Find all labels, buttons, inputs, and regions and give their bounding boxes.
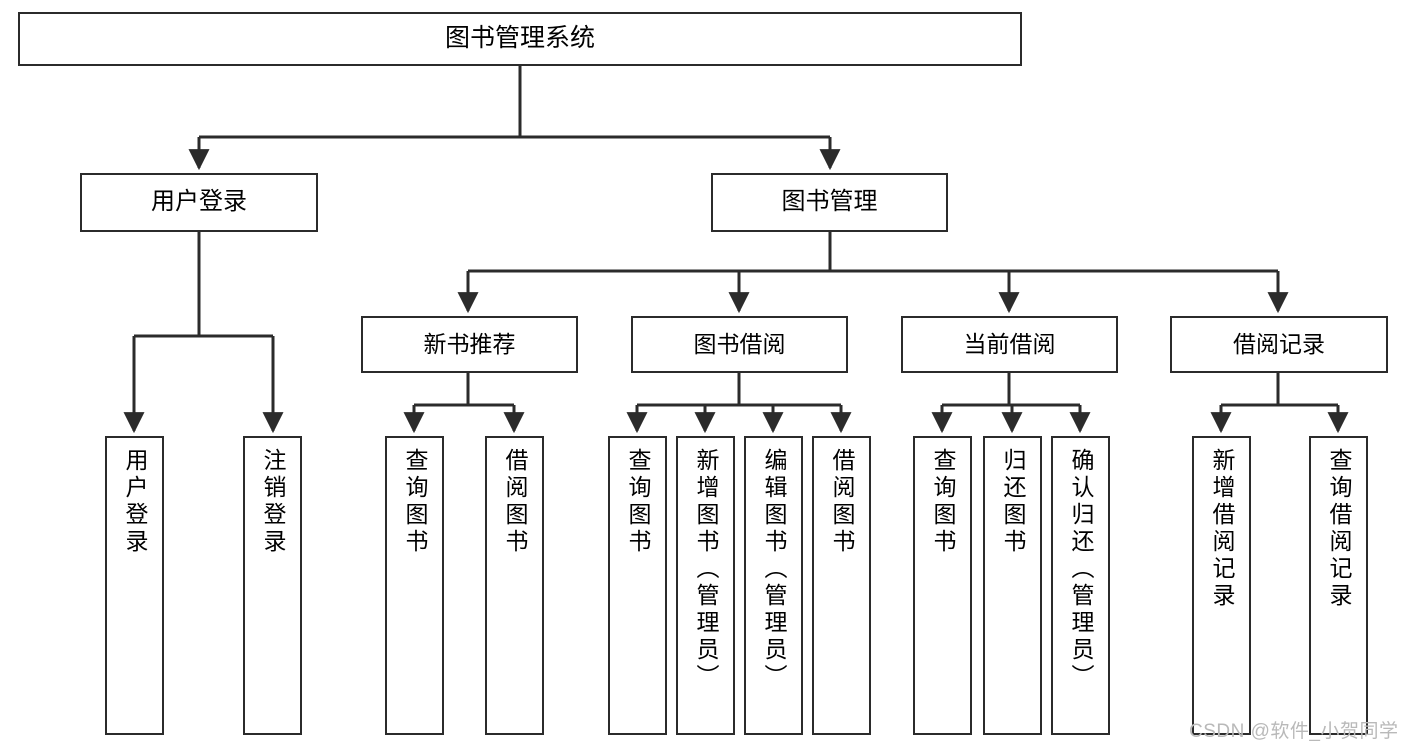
- node-leaf-borrow-book-bb[interactable]: 借阅图书: [812, 436, 871, 735]
- node-leaf-query-book-nbr-label: 查询图书: [402, 448, 428, 556]
- node-current-borrow[interactable]: 当前借阅: [901, 316, 1118, 373]
- node-new-book-recommend-label: 新书推荐: [423, 330, 516, 357]
- node-leaf-query-book-nbr[interactable]: 查询图书: [385, 436, 444, 735]
- node-book-borrow-label: 图书借阅: [693, 330, 786, 357]
- node-leaf-return-book[interactable]: 归还图书: [983, 436, 1042, 735]
- node-leaf-borrow-book-nbr[interactable]: 借阅图书: [485, 436, 544, 735]
- node-current-borrow-label: 当前借阅: [963, 330, 1056, 357]
- node-leaf-logout-login-label: 注销登录: [260, 448, 286, 556]
- node-new-book-recommend[interactable]: 新书推荐: [361, 316, 578, 373]
- node-leaf-user-login-label: 用户登录: [122, 448, 148, 556]
- node-leaf-query-borrow-record[interactable]: 查询借阅记录: [1309, 436, 1368, 735]
- node-borrow-record-label: 借阅记录: [1233, 330, 1325, 357]
- node-leaf-add-book-admin-label: 新增图书（管理员）: [693, 448, 719, 691]
- node-leaf-query-book-bb[interactable]: 查询图书: [608, 436, 667, 735]
- node-leaf-query-borrow-record-label: 查询借阅记录: [1326, 448, 1352, 610]
- node-leaf-user-login[interactable]: 用户登录: [105, 436, 164, 735]
- node-leaf-edit-book-admin-label: 编辑图书（管理员）: [761, 448, 787, 691]
- node-root-label: 图书管理系统: [444, 24, 595, 53]
- node-user-login[interactable]: 用户登录: [80, 173, 318, 232]
- node-leaf-add-borrow-record[interactable]: 新增借阅记录: [1192, 436, 1251, 735]
- node-leaf-query-book-bb-label: 查询图书: [625, 448, 651, 556]
- node-leaf-borrow-book-bb-label: 借阅图书: [829, 448, 855, 556]
- node-book-management-label: 图书管理: [781, 188, 878, 216]
- node-leaf-query-book-cb-label: 查询图书: [930, 448, 956, 556]
- node-leaf-edit-book-admin[interactable]: 编辑图书（管理员）: [744, 436, 803, 735]
- watermark-text: CSDN @软件_小贺同学: [1189, 721, 1399, 742]
- node-borrow-record[interactable]: 借阅记录: [1170, 316, 1388, 373]
- node-user-login-label: 用户登录: [151, 188, 247, 216]
- node-leaf-return-book-label: 归还图书: [1000, 448, 1026, 556]
- node-leaf-logout-login[interactable]: 注销登录: [243, 436, 302, 735]
- node-leaf-confirm-return-admin[interactable]: 确认归还（管理员）: [1051, 436, 1110, 735]
- node-leaf-borrow-book-nbr-label: 借阅图书: [502, 448, 528, 556]
- node-leaf-query-book-cb[interactable]: 查询图书: [913, 436, 972, 735]
- node-leaf-add-book-admin[interactable]: 新增图书（管理员）: [676, 436, 735, 735]
- node-book-management[interactable]: 图书管理: [711, 173, 948, 232]
- node-root[interactable]: 图书管理系统: [18, 12, 1022, 66]
- node-leaf-confirm-return-admin-label: 确认归还（管理员）: [1068, 448, 1094, 691]
- node-leaf-add-borrow-record-label: 新增借阅记录: [1209, 448, 1235, 610]
- node-book-borrow[interactable]: 图书借阅: [631, 316, 848, 373]
